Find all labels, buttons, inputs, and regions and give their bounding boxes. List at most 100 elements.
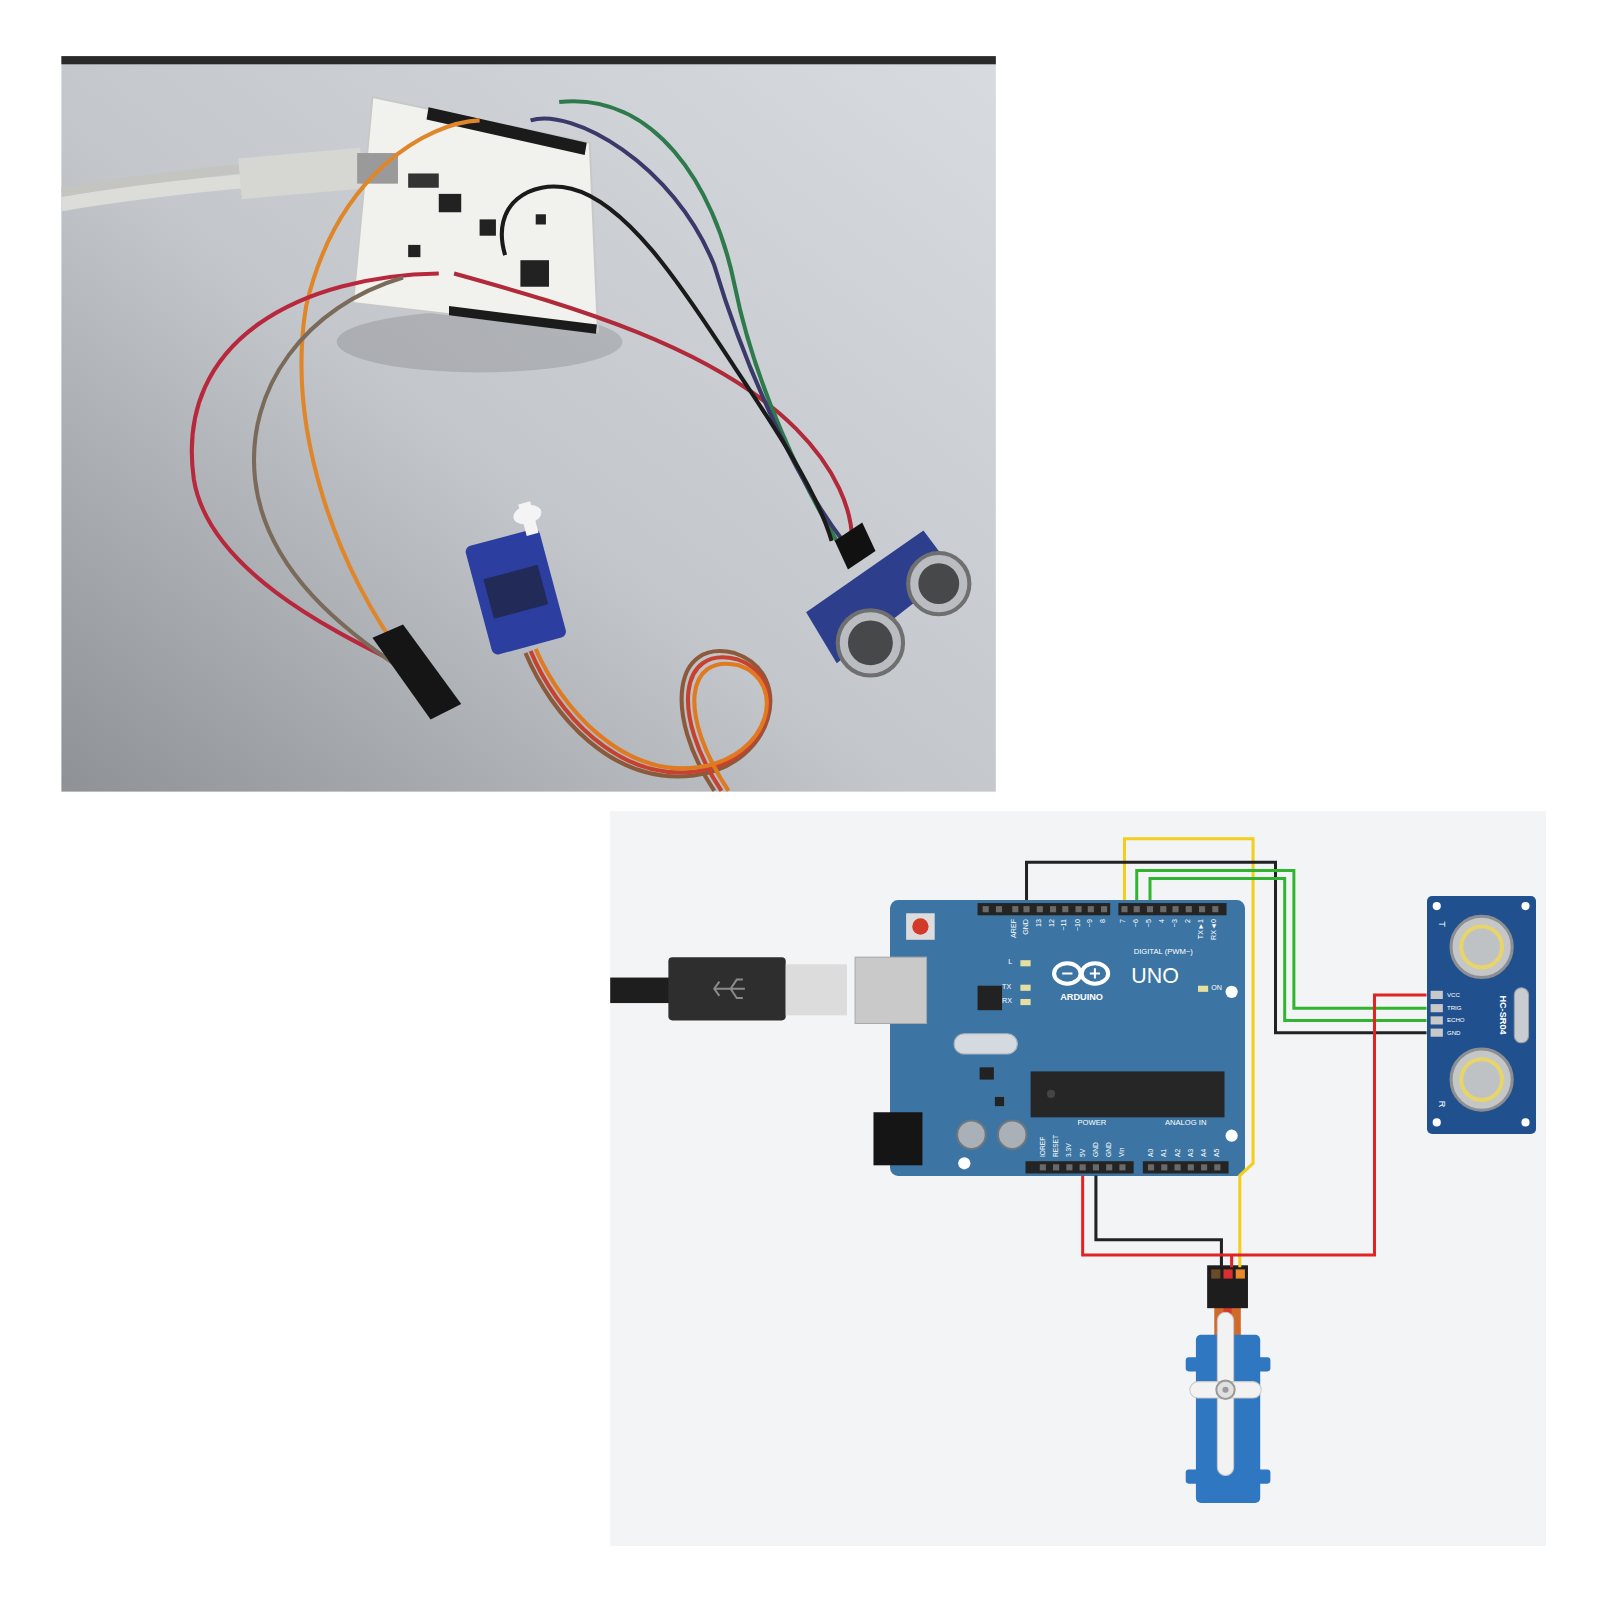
photo [353,97,598,332]
arduino-parts [978,903,1111,915]
pin-label: Vin [1119,1148,1126,1157]
header-pins [1201,1164,1207,1170]
arduino-parts [1143,1161,1229,1173]
sensor-pins [1431,1016,1443,1024]
header-pins [1212,906,1218,912]
pin-label: 7 [1121,919,1128,923]
arduino-parts [1031,1071,1225,1117]
sensor-parts [1451,1049,1512,1110]
pin-label: A2 [1174,1149,1181,1157]
pin-label: 5V [1079,1149,1086,1157]
pin-label: TX [1002,984,1011,991]
pin-label: 3.3V [1066,1144,1073,1158]
header-pins [1199,906,1205,912]
pin-label: GND [1023,919,1030,935]
arduino-parts [1062,968,1100,978]
header-pins [1106,1164,1112,1170]
servo-motor [1216,1381,1234,1399]
header-pins [1040,1164,1046,1170]
photo [908,553,969,614]
servo-motor [1222,1387,1228,1393]
sensor-parts [1431,902,1530,1126]
photo [536,649,767,791]
pin-label: ON [1211,985,1222,992]
pin-label: ~10 [1075,919,1082,931]
trigger-wire [1137,870,1427,1008]
arduino-parts [958,1157,970,1169]
arduino-parts [954,1034,1017,1054]
servo-motor [1211,1269,1220,1278]
pin-label: 2 [1185,919,1192,923]
photo [502,187,832,541]
header-pins [1161,1164,1167,1170]
arduino-parts [1020,999,1030,1005]
header-pins [1023,906,1029,912]
sensor-parts [1461,1059,1502,1100]
photo [531,118,843,540]
pin-label: A3 [1188,1149,1195,1157]
photo [61,56,996,64]
brand-name: ARDUINO [1060,993,1103,1002]
photo [427,107,587,155]
pin-label: AREF [1012,919,1019,938]
arduino-board: ARDUINO UNO [890,900,1245,1176]
schematic-panel [610,811,1546,1546]
servo-wires [1096,1176,1222,1268]
pin-label: R [1436,1101,1445,1108]
header-pins [1134,906,1140,912]
power-wire [1083,995,1427,1255]
header-pins [1066,1164,1072,1170]
arduino-parts [980,1067,994,1079]
pin-label: ~11 [1062,919,1069,931]
photo [526,651,771,791]
arduino-parts [995,1097,1004,1106]
arduino-parts [1020,960,1030,966]
header-pins [1214,1164,1220,1170]
model-name: UNO [1131,966,1179,987]
sensor-pins [1431,1029,1443,1037]
arduino-parts [873,1112,922,1165]
arduino-parts [998,1120,1027,1149]
pin-label: VCC [1447,992,1460,998]
arduino-parts [957,1120,986,1149]
header-pins [996,906,1002,912]
photo [838,610,903,675]
connector-group [1027,862,1427,1255]
photo [536,214,546,224]
photo [457,499,574,656]
pin-label: TRIG [1447,1005,1462,1011]
header-pins [1186,906,1192,912]
header-pins [983,906,989,912]
pin-label: POWER [1077,1120,1106,1128]
photo [302,120,480,663]
pin-label: RX◄0 [1212,919,1219,940]
header-pins [1088,906,1094,912]
pin-label: TX►1 [1198,919,1205,939]
arduino-parts [1026,1161,1134,1173]
pin-label: ANALOG IN [1165,1120,1207,1128]
arduino-parts [1198,986,1208,992]
photo [454,273,852,540]
photo [408,245,420,257]
photo [408,173,439,187]
arduino-parts [855,903,1238,1173]
photo [464,528,567,656]
usb-cable [714,980,745,998]
servo-wires [1096,839,1253,1268]
header-pins [1012,906,1018,912]
header-pins [1062,906,1068,912]
schematic-panel [610,811,1546,1546]
header-pins [1080,1164,1086,1170]
photo [918,563,959,604]
servo-wires [1230,1255,1233,1267]
sensor-parts [1433,902,1441,910]
sensor-parts [1514,988,1528,1043]
pin-label: GND [1106,1142,1113,1157]
header-pins [1172,906,1178,912]
pin-label: RX [1002,998,1012,1005]
servo-motor [1186,1265,1271,1503]
ground-wire [1027,862,1427,1032]
photo [483,565,548,619]
